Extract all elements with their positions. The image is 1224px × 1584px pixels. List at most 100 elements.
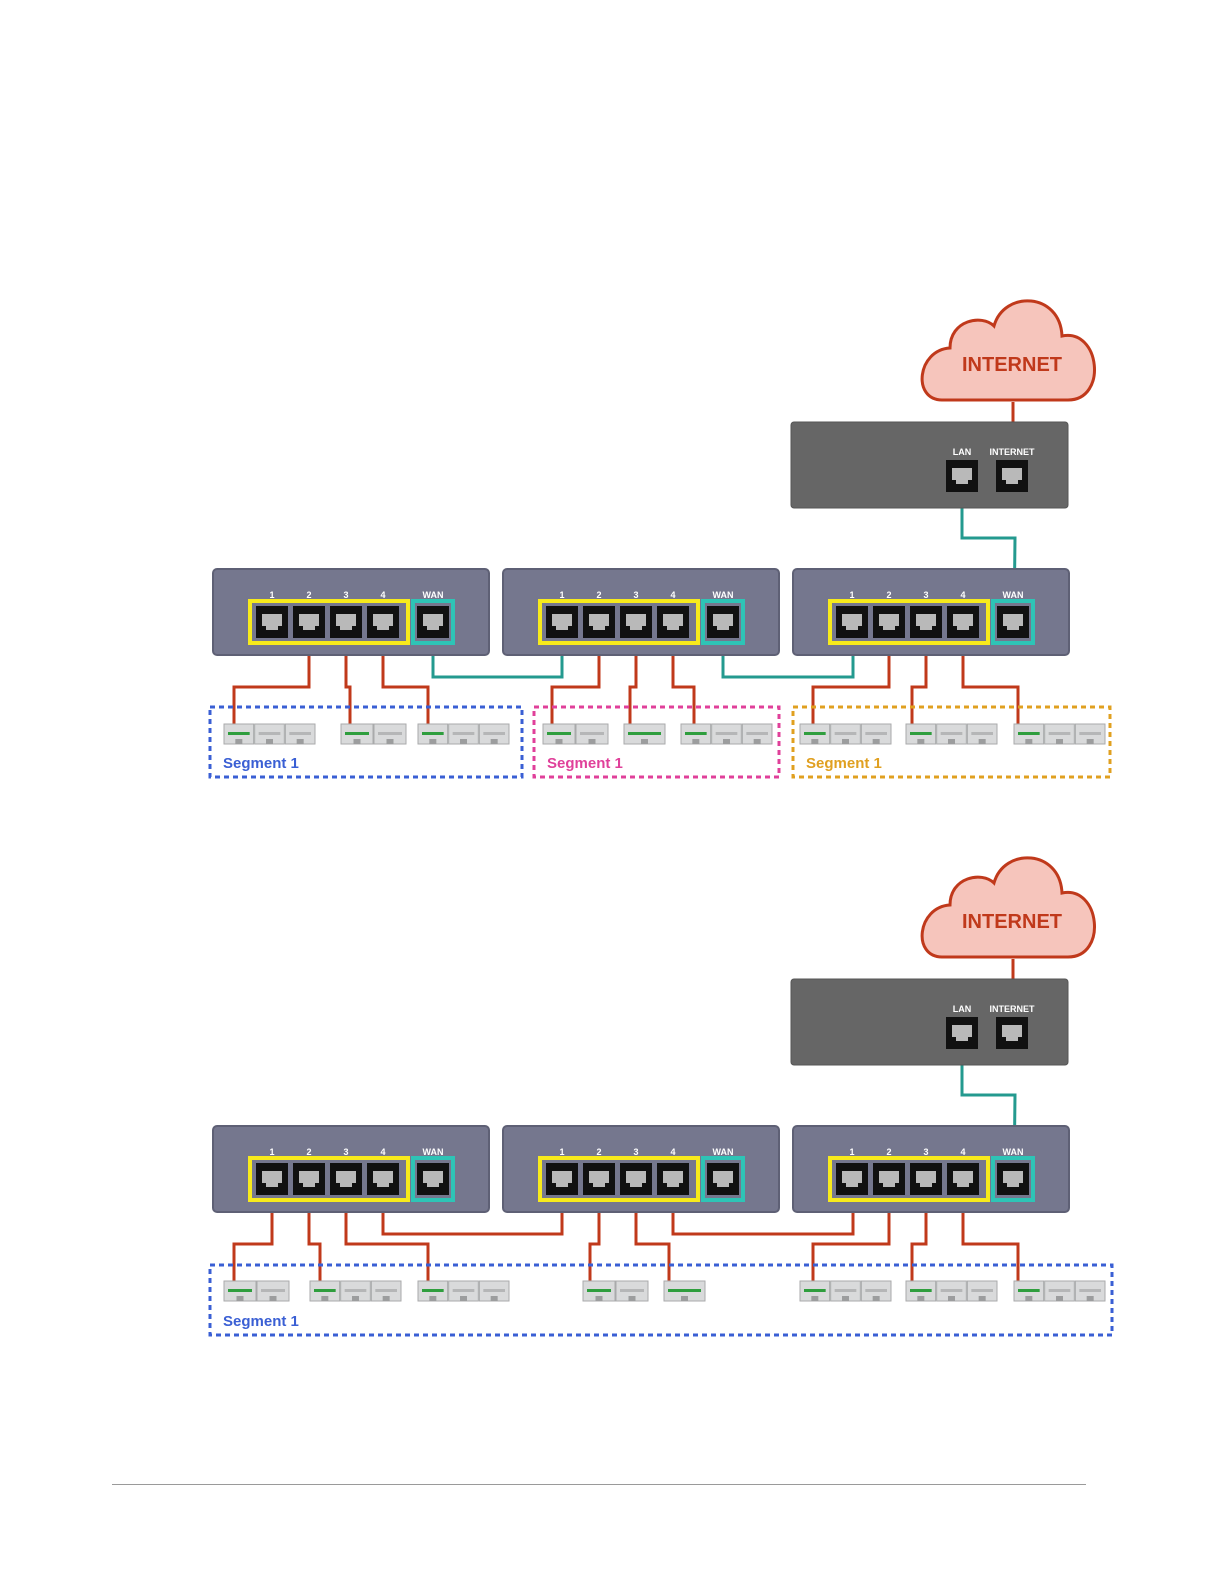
lan-port-3[interactable] xyxy=(620,606,652,638)
device-connector xyxy=(235,739,242,744)
end-device xyxy=(418,1281,509,1301)
wan-port[interactable] xyxy=(997,606,1029,638)
device-led xyxy=(620,1289,644,1292)
device-connector xyxy=(460,1296,467,1301)
lan-port-4[interactable] xyxy=(367,606,399,638)
device-led xyxy=(289,732,311,735)
wan-port[interactable] xyxy=(417,606,449,638)
lan-port-1[interactable] xyxy=(546,606,578,638)
end-device xyxy=(1014,724,1105,744)
lan-port-2[interactable] xyxy=(583,1163,615,1195)
port-label-3: 3 xyxy=(343,590,348,600)
port-label-wan: WAN xyxy=(423,590,444,600)
device-led xyxy=(580,732,604,735)
device-led xyxy=(587,1289,611,1292)
lan-port-3[interactable] xyxy=(330,1163,362,1195)
lan-port-2[interactable] xyxy=(873,606,905,638)
device-connector xyxy=(811,1296,818,1301)
lan-port-4[interactable] xyxy=(947,1163,979,1195)
lan-port-2[interactable] xyxy=(293,1163,325,1195)
device-connector xyxy=(556,739,563,744)
device-led xyxy=(345,1289,367,1292)
device-connector xyxy=(873,1296,880,1301)
device-led xyxy=(1079,1289,1101,1292)
port-label-1: 1 xyxy=(269,1147,274,1157)
port-label-1: 1 xyxy=(849,590,854,600)
lan-port-2[interactable] xyxy=(293,606,325,638)
device-connector xyxy=(383,1296,390,1301)
port-label-2: 2 xyxy=(886,590,891,600)
lan-port-4[interactable] xyxy=(657,1163,689,1195)
device-led xyxy=(685,732,707,735)
router-internet-label: INTERNET xyxy=(990,447,1036,457)
port-label-wan: WAN xyxy=(1003,590,1024,600)
port-label-2: 2 xyxy=(596,590,601,600)
device-led xyxy=(865,732,887,735)
device-connector xyxy=(917,739,924,744)
router-lan-port[interactable] xyxy=(946,460,978,492)
device-connector xyxy=(1087,1296,1094,1301)
device-led xyxy=(910,732,932,735)
end-device xyxy=(800,724,891,744)
segment-label: Segment 1 xyxy=(547,755,623,772)
device-led xyxy=(716,732,738,735)
device-led xyxy=(378,732,402,735)
end-device xyxy=(310,1281,401,1301)
device-led xyxy=(422,732,444,735)
device-connector xyxy=(629,1296,636,1301)
device-led xyxy=(971,1289,993,1292)
wan-port[interactable] xyxy=(707,606,739,638)
wan-port[interactable] xyxy=(997,1163,1029,1195)
port-label-4: 4 xyxy=(670,590,675,600)
lan-port-4[interactable] xyxy=(947,606,979,638)
device-led xyxy=(835,732,857,735)
device-connector xyxy=(491,739,498,744)
port-label-1: 1 xyxy=(269,590,274,600)
lan-port-2[interactable] xyxy=(873,1163,905,1195)
lan-port-3[interactable] xyxy=(910,1163,942,1195)
device-led xyxy=(835,1289,857,1292)
lan-port-1[interactable] xyxy=(256,606,288,638)
lan-port-1[interactable] xyxy=(836,1163,868,1195)
port-label-1: 1 xyxy=(849,1147,854,1157)
lan-port-1[interactable] xyxy=(836,606,868,638)
cloud-label: INTERNET xyxy=(962,354,1062,376)
router-internet-port[interactable] xyxy=(996,1017,1028,1049)
device-led xyxy=(804,1289,826,1292)
lan-port-3[interactable] xyxy=(910,606,942,638)
bottom-switch-2: 1234WAN xyxy=(503,1126,779,1212)
port-label-2: 2 xyxy=(596,1147,601,1157)
lan-port-2[interactable] xyxy=(583,606,615,638)
end-device xyxy=(681,724,772,744)
end-device xyxy=(906,1281,997,1301)
port-label-wan: WAN xyxy=(713,590,734,600)
wan-port[interactable] xyxy=(707,1163,739,1195)
router-internet-port[interactable] xyxy=(996,460,1028,492)
device-connector xyxy=(1087,739,1094,744)
lan-port-1[interactable] xyxy=(546,1163,578,1195)
device-led xyxy=(228,1289,252,1292)
lan-port-1[interactable] xyxy=(256,1163,288,1195)
router-lan-port[interactable] xyxy=(946,1017,978,1049)
lan-port-4[interactable] xyxy=(657,606,689,638)
bottom-switch-1: 1234WAN xyxy=(213,1126,489,1212)
wan-port[interactable] xyxy=(417,1163,449,1195)
end-device xyxy=(341,724,406,744)
lan-port-4[interactable] xyxy=(367,1163,399,1195)
device-led xyxy=(547,732,571,735)
device-connector xyxy=(270,1296,277,1301)
port-label-3: 3 xyxy=(633,1147,638,1157)
lan-port-3[interactable] xyxy=(620,1163,652,1195)
device-led xyxy=(941,732,963,735)
device-connector xyxy=(979,1296,986,1301)
end-device xyxy=(543,724,608,744)
lan-port-3[interactable] xyxy=(330,606,362,638)
end-device xyxy=(224,1281,289,1301)
device-connector xyxy=(1025,1296,1032,1301)
